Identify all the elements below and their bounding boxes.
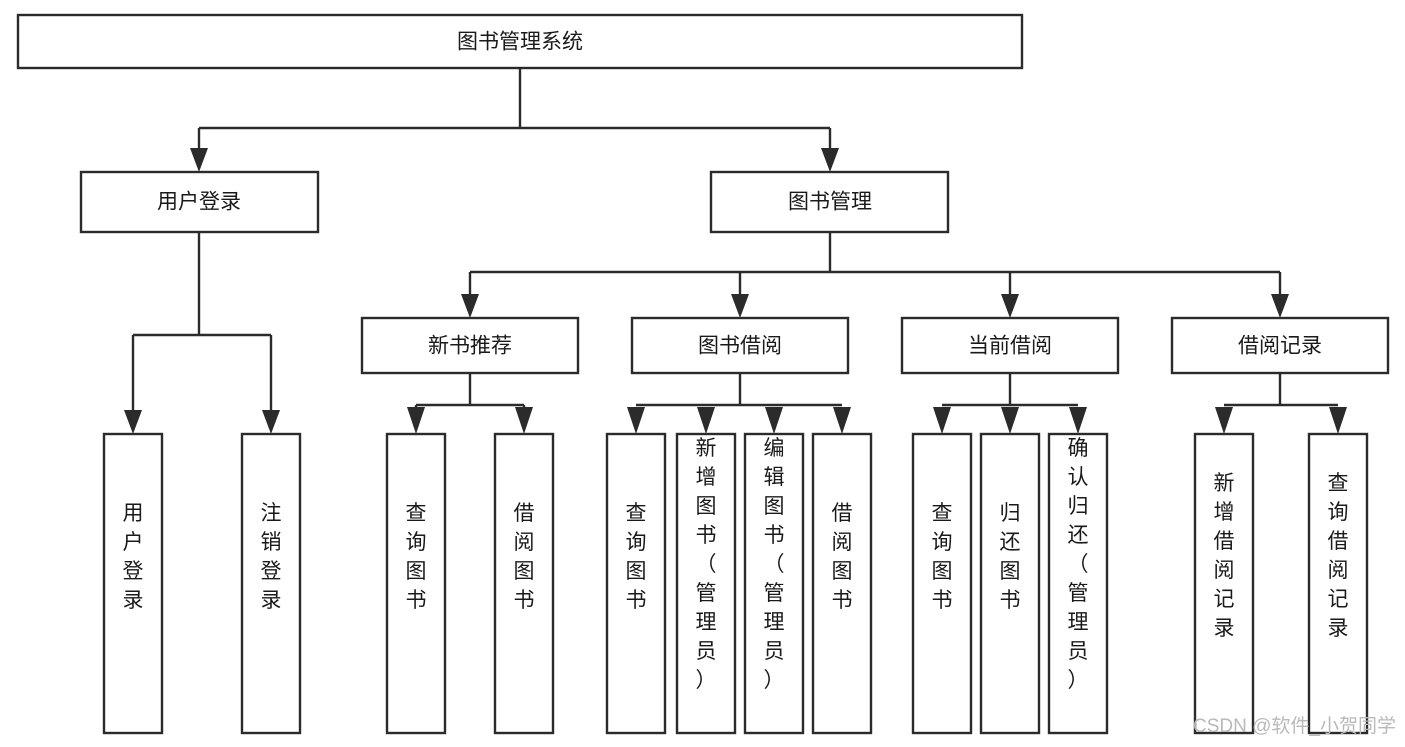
node-book-borrow-box[interactable]: [630, 316, 850, 375]
node-leaf-return-book-label: 归还图书: [1000, 502, 1021, 612]
node-user-login-label: 用户登录: [157, 191, 241, 214]
arrow-head-return-book: [1001, 407, 1019, 434]
arrow-head-book-borrow: [731, 294, 749, 318]
arrow-head-current-borrow: [1001, 294, 1019, 318]
node-leaf-query-book-2-box[interactable]: [605, 432, 667, 735]
leaf-nodes-layer: 用户登录 注销登录 查询图书 借阅图书 查询图书 新增图书: [102, 432, 1369, 735]
arrow-head-query-book-1: [407, 407, 425, 434]
node-borrow-record-label: 借阅记录: [1238, 335, 1322, 358]
node-leaf-user-logout-label: 注销登录: [261, 502, 282, 612]
arrow-head-borrow-record: [1271, 294, 1289, 318]
node-leaf-borrow-book-2-box[interactable]: [811, 432, 873, 735]
node-current-borrow-label: 当前借阅: [968, 335, 1052, 358]
node-leaf-query-book-1[interactable]: 查询图书: [385, 432, 447, 735]
node-leaf-query-book-2[interactable]: 查询图书: [605, 432, 667, 735]
node-leaf-query-book-3-label: 查询图书: [932, 502, 953, 612]
node-leaf-add-record-label: 新增借阅记录: [1214, 472, 1235, 640]
arrow-head-query-book-3: [933, 407, 951, 434]
node-leaf-return-book-box[interactable]: [979, 432, 1041, 735]
arrow-head-borrow-book-1: [515, 407, 533, 434]
node-leaf-user-login-label: 用户登录: [123, 502, 144, 612]
node-leaf-confirm-return-label: 确认归还（管理员）: [1068, 437, 1089, 692]
node-current-borrow-box[interactable]: [900, 316, 1120, 375]
node-book-manage[interactable]: 图书管理: [709, 170, 950, 234]
node-leaf-return-book[interactable]: 归还图书: [979, 432, 1041, 735]
watermark-text: CSDN @软件_小贺同学: [1193, 715, 1396, 737]
node-borrow-record[interactable]: 借阅记录: [1170, 316, 1390, 375]
node-book-borrow[interactable]: 图书借阅: [630, 316, 850, 375]
node-user-login-box[interactable]: [79, 170, 320, 234]
node-leaf-query-book-2-label: 查询图书: [626, 502, 647, 612]
node-leaf-add-book[interactable]: 新增图书（管理员）: [675, 432, 737, 735]
node-root-box[interactable]: [16, 13, 1024, 70]
node-leaf-add-record[interactable]: 新增借阅记录: [1193, 432, 1255, 735]
node-leaf-edit-book-label: 编辑图书（管理员）: [764, 437, 785, 692]
arrow-head-query-record: [1329, 407, 1347, 434]
arrow-head-query-book-2: [627, 407, 645, 434]
node-leaf-query-record[interactable]: 查询借阅记录: [1307, 432, 1369, 735]
node-leaf-borrow-book-2[interactable]: 借阅图书: [811, 432, 873, 735]
node-borrow-record-box[interactable]: [1170, 316, 1390, 375]
node-leaf-user-logout-box[interactable]: [240, 432, 302, 735]
node-leaf-query-book-1-label: 查询图书: [406, 502, 427, 612]
arrow-head-borrow-book-2: [833, 407, 851, 434]
node-leaf-query-record-label: 查询借阅记录: [1328, 472, 1349, 640]
node-leaf-borrow-book-1-box[interactable]: [493, 432, 555, 735]
node-leaf-borrow-book-1-label: 借阅图书: [514, 502, 535, 612]
arrow-head-leaf-user-login: [124, 410, 142, 434]
arrow-head-add-book: [697, 407, 715, 434]
node-root[interactable]: 图书管理系统: [16, 13, 1024, 70]
node-book-manage-box[interactable]: [709, 170, 950, 234]
arrow-head-user-login: [190, 148, 208, 172]
arrow-head-edit-book: [765, 407, 783, 434]
node-leaf-confirm-return[interactable]: 确认归还（管理员）: [1047, 432, 1109, 735]
arrow-head-book-manage: [821, 148, 839, 172]
node-leaf-confirm-return-box[interactable]: [1047, 432, 1109, 735]
node-leaf-user-logout[interactable]: 注销登录: [240, 432, 302, 735]
node-leaf-add-book-box[interactable]: [675, 432, 737, 735]
node-leaf-borrow-book-2-label: 借阅图书: [832, 502, 853, 612]
node-book-borrow-label: 图书借阅: [698, 335, 782, 358]
node-new-book-recommend-label: 新书推荐: [428, 335, 512, 358]
node-leaf-add-book-label: 新增图书（管理员）: [696, 437, 717, 692]
arrow-head-add-record: [1215, 407, 1233, 434]
node-user-login[interactable]: 用户登录: [79, 170, 320, 234]
node-leaf-edit-book-box[interactable]: [743, 432, 805, 735]
node-root-label: 图书管理系统: [457, 31, 583, 54]
node-leaf-borrow-book-1[interactable]: 借阅图书: [493, 432, 555, 735]
node-leaf-query-book-1-box[interactable]: [385, 432, 447, 735]
node-leaf-edit-book[interactable]: 编辑图书（管理员）: [743, 432, 805, 735]
arrow-head-confirm-return: [1069, 407, 1087, 434]
node-leaf-query-record-box[interactable]: [1307, 432, 1369, 735]
node-leaf-query-book-3-box[interactable]: [911, 432, 973, 735]
connector-layer: [124, 68, 1347, 434]
node-new-book-recommend-box[interactable]: [360, 316, 580, 375]
arrow-head-new-book-recommend: [461, 294, 479, 318]
arrow-head-leaf-user-logout: [262, 410, 280, 434]
node-leaf-user-login-box[interactable]: [102, 432, 164, 735]
node-book-manage-label: 图书管理: [788, 191, 872, 214]
node-new-book-recommend[interactable]: 新书推荐: [360, 316, 580, 375]
node-leaf-query-book-3[interactable]: 查询图书: [911, 432, 973, 735]
node-current-borrow[interactable]: 当前借阅: [900, 316, 1120, 375]
node-leaf-user-login[interactable]: 用户登录: [102, 432, 164, 735]
node-leaf-add-record-box[interactable]: [1193, 432, 1255, 735]
